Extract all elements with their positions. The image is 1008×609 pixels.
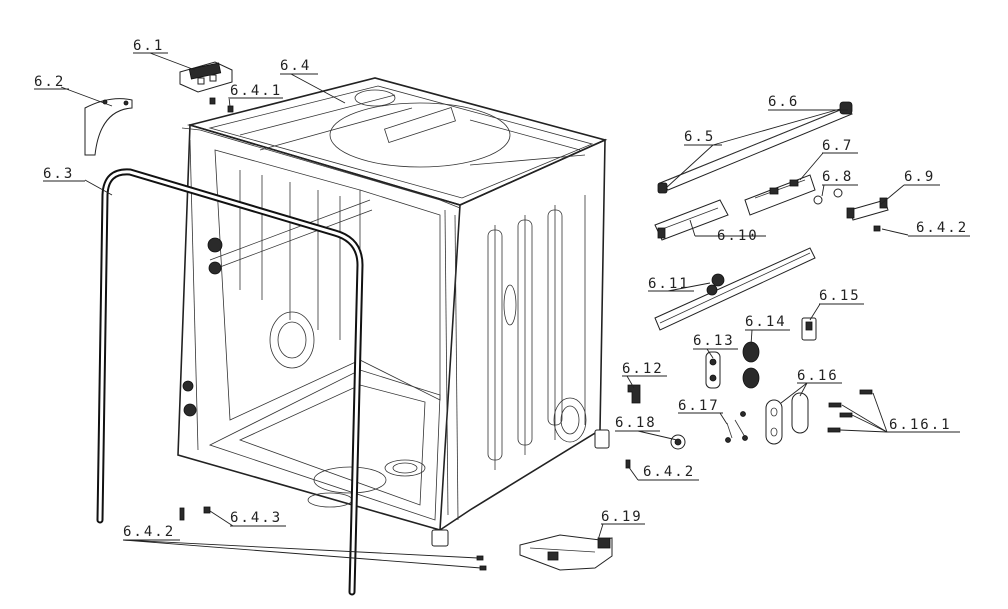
label-6-8: 6.8 — [822, 169, 853, 185]
label-6-19: 6.19 — [601, 509, 643, 525]
label-6-12: 6.12 — [622, 361, 664, 377]
label-6-17: 6.17 — [678, 398, 720, 414]
part-6-13 — [705, 351, 721, 389]
label-6-14: 6.14 — [745, 314, 787, 330]
part-6-14 — [742, 341, 760, 389]
callout-labels: 6.1 6.2 6.3 6.4 6.4.1 6.5 6.6 6.7 6.8 6.… — [34, 38, 970, 541]
part-6-18 — [670, 434, 686, 450]
label-6-4-2-b: 6.4.2 — [643, 464, 695, 480]
part-6-16 — [765, 392, 809, 445]
part-6-11 — [654, 247, 816, 331]
label-6-16: 6.16 — [797, 368, 839, 384]
screw-6-4-2-a — [873, 225, 881, 232]
door-gasket — [96, 168, 364, 596]
label-6-4-3: 6.4.3 — [230, 510, 282, 526]
part-6-16-1 — [827, 389, 873, 433]
leader-lines — [60, 52, 909, 569]
label-6-16-1: 6.16.1 — [889, 417, 952, 433]
label-6-1: 6.1 — [133, 38, 164, 54]
label-6-15: 6.15 — [819, 288, 861, 304]
part-6-5-rail — [657, 101, 853, 194]
label-6-18: 6.18 — [615, 415, 657, 431]
label-6-2: 6.2 — [34, 74, 65, 90]
label-6-6: 6.6 — [768, 94, 799, 110]
part-6-9 — [846, 197, 889, 221]
label-6-4-1: 6.4.1 — [230, 83, 282, 99]
label-6-3: 6.3 — [43, 166, 74, 182]
part-6-10 — [654, 199, 729, 241]
label-6-7: 6.7 — [822, 138, 853, 154]
label-6-13: 6.13 — [693, 333, 735, 349]
part-6-15 — [801, 317, 817, 341]
label-6-9: 6.9 — [904, 169, 935, 185]
part-6-17 — [725, 411, 748, 443]
label-6-4-2-c: 6.4.2 — [123, 524, 175, 540]
screw-6-4-3 — [203, 506, 211, 514]
part-6-19 — [519, 534, 613, 571]
label-6-4-2-a: 6.4.2 — [916, 220, 968, 236]
part-6-12 — [627, 384, 641, 404]
tub-assembly — [177, 77, 610, 547]
part-6-8 — [813, 188, 843, 205]
screw-6-4-2-b — [625, 459, 631, 469]
part-6-2 — [84, 98, 133, 156]
part-6-1 — [179, 61, 233, 93]
label-6-4: 6.4 — [280, 58, 311, 74]
label-6-5: 6.5 — [684, 129, 715, 145]
part-6-4-1 — [209, 97, 234, 113]
part-6-7 — [744, 174, 816, 216]
label-6-11: 6.11 — [648, 276, 690, 292]
